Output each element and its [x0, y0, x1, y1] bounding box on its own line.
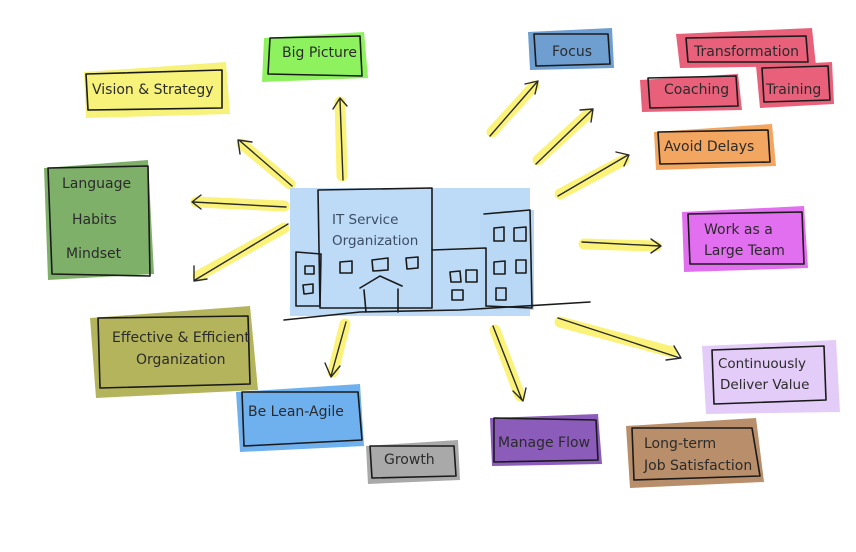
- node-avoid-delays: Avoid Delays: [654, 124, 776, 170]
- coaching-label: Coaching: [664, 82, 729, 98]
- arrow-to-big-picture: [332, 96, 348, 182]
- node-work-large-team: Work as a Large Team: [682, 206, 808, 272]
- node-long-term: Long-term Job Satisfaction: [626, 418, 764, 488]
- growth-label: Growth: [384, 452, 435, 468]
- arrow-to-language: [190, 194, 290, 212]
- node-language-habits-mindset: Language Habits Mindset: [44, 160, 154, 280]
- node-transformation: Transformation: [676, 28, 816, 68]
- arrow-to-continuously: [554, 316, 682, 361]
- arrow-to-focus: [486, 80, 540, 138]
- node-vision-strategy: Vision & Strategy: [84, 62, 230, 118]
- language-label: Language: [62, 176, 131, 192]
- node-effective-efficient: Effective & Efficient Organization: [90, 306, 258, 398]
- continuously-label-line2: Deliver Value: [720, 377, 809, 393]
- vision-strategy-label: Vision & Strategy: [92, 82, 214, 98]
- arrow-to-coaching: [532, 108, 594, 166]
- continuously-label-line1: Continuously: [718, 356, 806, 372]
- node-coaching: Coaching: [640, 74, 742, 112]
- long-term-label-line1: Long-term: [644, 436, 716, 452]
- long-term-label-line2: Job Satisfaction: [643, 458, 752, 474]
- node-manage-flow: Manage Flow: [490, 414, 602, 466]
- node-continuously-deliver: Continuously Deliver Value: [702, 340, 840, 414]
- transformation-label: Transformation: [693, 44, 799, 60]
- node-lean-agile: Be Lean-Agile: [236, 384, 364, 452]
- arrow-to-avoid-delays: [554, 151, 630, 200]
- large-team-label-line2: Large Team: [704, 243, 785, 259]
- big-picture-label: Big Picture: [282, 45, 357, 61]
- arrow-to-effective: [192, 222, 290, 282]
- avoid-delays-label: Avoid Delays: [664, 139, 754, 155]
- node-growth: Growth: [366, 440, 460, 484]
- center-label-line1: IT Service: [332, 212, 398, 228]
- habits-label: Habits: [72, 212, 117, 228]
- arrow-to-manage-flow: [489, 324, 527, 402]
- large-team-label-line1: Work as a: [704, 222, 773, 238]
- arrow-to-lean-agile: [324, 318, 351, 378]
- mindset-label: Mindset: [66, 246, 122, 262]
- arrow-to-large-team: [578, 238, 662, 254]
- lean-agile-label: Be Lean-Agile: [248, 404, 344, 420]
- node-focus: Focus: [528, 28, 614, 70]
- center-label-line2: Organization: [332, 233, 418, 249]
- focus-label: Focus: [552, 44, 592, 60]
- arrows: [190, 80, 682, 402]
- node-training: Training: [756, 62, 834, 108]
- arrow-to-vision-strategy: [236, 138, 296, 190]
- it-service-building: IT Service Organization: [283, 187, 591, 321]
- effective-label-line1: Effective & Efficient: [112, 330, 250, 346]
- node-big-picture: Big Picture: [262, 32, 368, 82]
- effective-label-line2: Organization: [136, 352, 226, 368]
- manage-flow-label: Manage Flow: [498, 435, 590, 451]
- training-label: Training: [765, 82, 821, 98]
